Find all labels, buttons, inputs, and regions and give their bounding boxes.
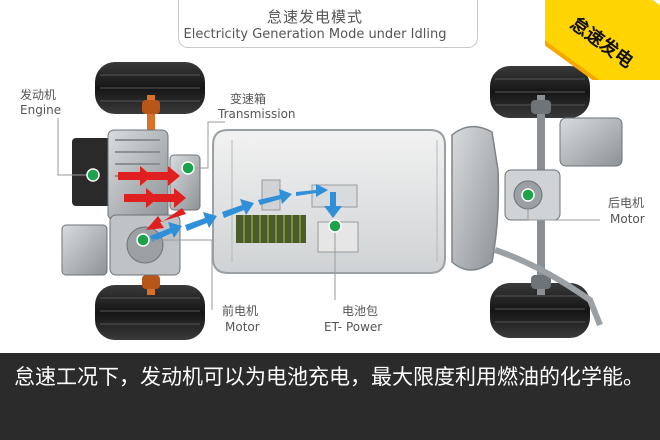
front-motor-label-cn: 前电机: [222, 304, 259, 318]
electric-energy-flow-arrows: [150, 184, 342, 242]
front-right-tire: [95, 285, 205, 340]
engine-label-cn: 发动机: [20, 88, 57, 102]
transmission-marker: [181, 161, 195, 175]
rear-motor-label-en: Motor: [610, 212, 645, 226]
rear-motor-label-cn: 后电机: [608, 196, 645, 210]
rear-motor-unit: [504, 117, 623, 221]
battery-marker: [328, 219, 342, 233]
title-frame: [178, 0, 478, 48]
battery-label-en: ET- Power: [324, 320, 383, 334]
front-motor-marker: [136, 233, 150, 247]
caption-bar: 怠速工况下，发动机可以为电池充电，最大限度利用燃油的化学能。: [0, 353, 660, 440]
fuel-tank: [451, 126, 603, 327]
rear-right-tire: [490, 283, 590, 338]
callout-lines: [57, 118, 600, 310]
page-subtitle: Electricity Generation Mode under Idling: [183, 27, 447, 42]
page-title: 怠速发电模式: [266, 8, 363, 26]
front-motor-label-en: Motor: [225, 320, 260, 334]
caption-text: 怠速工况下，发动机可以为电池充电，最大限度利用燃油的化学能。: [14, 365, 644, 389]
battery-label-cn: 电池包: [342, 304, 379, 318]
transmission-label-en: Transmission: [218, 107, 296, 121]
engine-energy-flow-arrows: [118, 166, 186, 230]
engine-marker: [86, 168, 100, 182]
battery-pack-body: [212, 129, 446, 274]
front-motor-unit: [61, 214, 181, 276]
component-markers: [86, 161, 535, 247]
engine-label-en: Engine: [20, 103, 62, 117]
transmission-label-cn: 变速箱: [230, 92, 267, 106]
powertrain-illustration: [57, 62, 623, 340]
rear-motor-marker: [521, 188, 535, 202]
